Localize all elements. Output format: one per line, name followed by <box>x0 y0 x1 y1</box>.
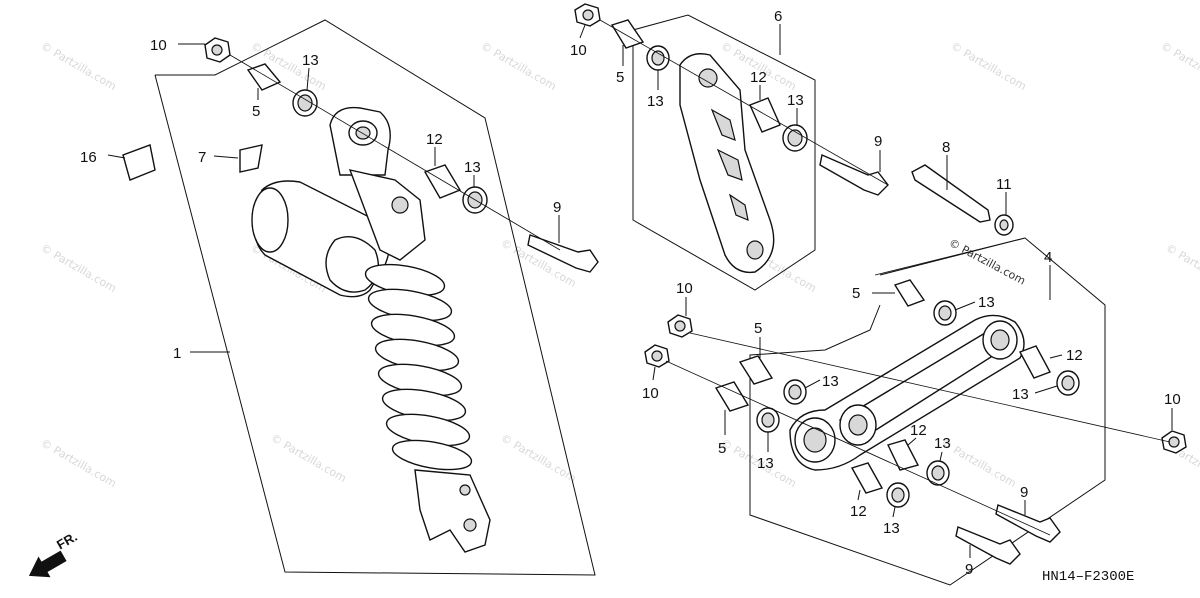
arm-lower-eye <box>746 240 764 260</box>
watermark: © Partzilla.com <box>39 241 119 295</box>
bolt-9c <box>995 504 1061 543</box>
callout-5: 5 <box>754 320 762 337</box>
callout-12: 12 <box>426 131 443 148</box>
callout-9: 9 <box>553 199 561 216</box>
arm-slot-3 <box>728 193 749 221</box>
leader-lines <box>107 19 1173 558</box>
front-arrow-icon <box>28 550 67 578</box>
assembly-outlines <box>154 14 1106 586</box>
callout-10: 10 <box>1164 391 1181 408</box>
top-fasteners <box>574 3 1014 236</box>
bearing-12c <box>1019 345 1051 379</box>
watermark: © Partzilla.com <box>949 39 1029 93</box>
collar-5a <box>246 63 282 91</box>
diagram-code: HN14–F2300E <box>1042 569 1134 585</box>
caution-label-7 <box>239 144 263 173</box>
shock-lower-clevis <box>414 469 491 553</box>
watermark-inline: © Partzilla.com <box>947 236 1028 287</box>
watermark: © Partzilla.com <box>1164 241 1200 295</box>
adjuster-knob-icon <box>391 196 409 214</box>
collar-5b <box>610 19 645 49</box>
bolt-9b <box>819 154 889 196</box>
callout-9: 9 <box>1020 484 1028 501</box>
callout-13: 13 <box>302 52 319 69</box>
callout-13: 13 <box>464 159 481 176</box>
collar-5c <box>738 355 774 385</box>
watermark: © Partzilla.com <box>479 39 559 93</box>
watermark: © Partzilla.com <box>39 39 119 93</box>
callout-10: 10 <box>642 385 659 402</box>
cushion-connecting-rod <box>789 314 1025 471</box>
shock-reservoir-end <box>251 187 289 253</box>
callout-10: 10 <box>676 280 693 297</box>
callout-13: 13 <box>787 92 804 109</box>
shock-spring <box>364 263 473 471</box>
callout-13: 13 <box>647 93 664 110</box>
collar-5e <box>893 279 926 307</box>
bolt-9a <box>527 234 599 273</box>
watermark: © Partzilla.com <box>1159 39 1200 93</box>
callout-6: 6 <box>774 8 782 25</box>
caution-label-16 <box>122 144 156 181</box>
callout-11: 11 <box>996 176 1012 193</box>
callout-4: 4 <box>1044 249 1052 266</box>
callout-5: 5 <box>616 69 624 86</box>
bearing-12b <box>749 97 781 133</box>
shock-absorber <box>251 106 491 553</box>
shock-absorber-outline <box>154 19 596 576</box>
callout-5: 5 <box>718 440 726 457</box>
callout-13: 13 <box>757 455 774 472</box>
arm-upper-eye <box>698 68 718 88</box>
callout-labels: 10 5 13 16 7 12 13 9 1 10 5 13 6 12 13 9… <box>80 8 1181 578</box>
callout-12: 12 <box>1066 347 1083 364</box>
callout-13: 13 <box>883 520 900 537</box>
cushion-arm <box>679 53 775 274</box>
callout-10: 10 <box>150 37 167 54</box>
shock-head <box>348 169 426 261</box>
callout-16: 16 <box>80 149 97 166</box>
front-direction-marker: FR. <box>28 529 80 578</box>
bottom-fasteners <box>644 279 1187 565</box>
bolt-9d <box>955 526 1021 565</box>
callout-5: 5 <box>252 103 260 120</box>
shock-top-eye-hole <box>355 126 371 140</box>
collar-5d <box>714 381 750 412</box>
bearing-12e <box>850 462 884 494</box>
callout-1: 1 <box>173 345 181 362</box>
callout-10: 10 <box>570 42 587 59</box>
callout-12: 12 <box>850 503 867 520</box>
callout-13: 13 <box>934 435 951 452</box>
shock-lower-hole <box>459 484 471 496</box>
watermark: © Partzilla.com <box>39 436 119 490</box>
callout-9: 9 <box>874 133 882 150</box>
callout-13: 13 <box>978 294 995 311</box>
shock-lower-eye <box>463 518 477 532</box>
bearing-12a <box>423 164 462 199</box>
arm-slot-2 <box>716 148 743 181</box>
watermark: © Partzilla.com <box>269 431 349 485</box>
bearing-12d <box>887 439 920 471</box>
cushion-connecting-rod-outline <box>749 237 1106 586</box>
cushion-arm-outline <box>632 14 816 291</box>
callout-9: 9 <box>965 561 973 578</box>
callout-7: 7 <box>198 149 206 166</box>
callout-13: 13 <box>822 373 839 390</box>
shock-reservoir-cap <box>325 236 379 293</box>
watermarks: © Partzilla.com © Partzilla.com © Partzi… <box>39 39 1200 490</box>
callout-12: 12 <box>750 69 767 86</box>
callout-8: 8 <box>942 139 950 156</box>
callout-13: 13 <box>1012 386 1029 403</box>
bolt-8 <box>911 164 991 223</box>
callout-12: 12 <box>910 422 927 439</box>
callout-5: 5 <box>852 285 860 302</box>
arm-slot-1 <box>710 108 736 141</box>
front-label: FR. <box>54 529 80 552</box>
